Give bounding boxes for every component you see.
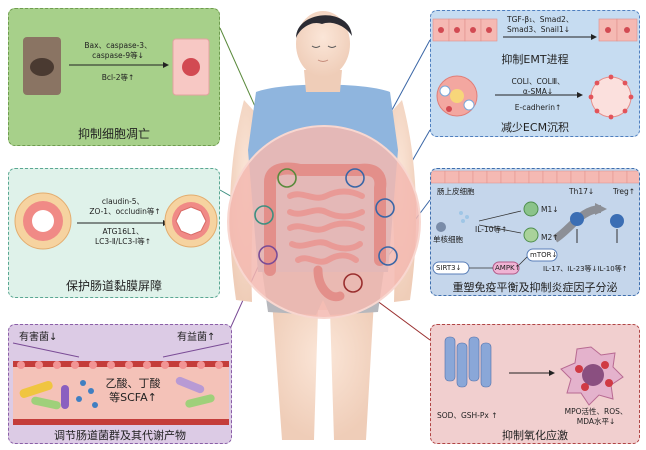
oxidative-left-label: SOD、GSH-Px ↑ xyxy=(437,411,498,420)
monocyte-label: 单核细胞 xyxy=(433,235,463,244)
m2-label: M2↑ xyxy=(541,233,559,242)
cytokines-label: IL-17、IL-23等↓IL-10等↑ xyxy=(543,265,628,274)
oxidative-right-line-1: MPO活性、ROS、 xyxy=(553,407,639,416)
microbiota-title: 调节肠道菌群及其代谢产物 xyxy=(9,427,231,443)
ecm-line-3: E-cadherin↑ xyxy=(495,103,581,112)
apoptosis-line-1: Bax、caspase-3、 xyxy=(73,41,163,50)
sirt3-label: SIRT3↓ xyxy=(436,264,461,273)
oxidative-right-line-2: MDA水平↓ xyxy=(553,417,639,426)
emt-line-1: TGF-β₁、Smad2、 xyxy=(507,15,573,24)
emt-line-2: Smad3、Snail1↓ xyxy=(507,25,570,34)
ampk-label: AMPK↑ xyxy=(495,264,521,273)
m1-label: M1↓ xyxy=(541,205,559,214)
immune-title: 重塑免疫平衡及抑制炎症因子分泌 xyxy=(431,279,639,295)
ecm-line-1: COLⅠ、COLⅢ、 xyxy=(495,77,581,86)
th17-label: Th17↓ xyxy=(569,187,594,196)
emt-title: 抑制EMT进程 xyxy=(431,51,639,67)
panel-apoptosis: Bax、caspase-3、 caspase-9等↓ Bcl-2等↑ 抑制细胞凋… xyxy=(8,8,220,146)
treg-label: Treg↑ xyxy=(613,187,635,196)
il10-label: IL-10等↑ xyxy=(475,225,507,234)
barrier-line-3: ATG16L1、 xyxy=(77,227,169,236)
beneficial-bacteria-label: 有益菌↑ xyxy=(177,333,215,342)
mtor-label: mTOR↓ xyxy=(530,251,557,260)
panel-immune: 肠上皮细胞 单核细胞 IL-10等↑ M1↓ M2↑ Th17↓ Treg↑ S… xyxy=(430,168,640,296)
panel-emt-ecm: TGF-β₁、Smad2、 Smad3、Snail1↓ 抑制EMT进程 COLⅠ… xyxy=(430,10,640,137)
panel-oxidative: SOD、GSH-Px ↑ MPO活性、ROS、 MDA水平↓ 抑制氧化应激 xyxy=(430,324,640,444)
apoptosis-line-3: Bcl-2等↑ xyxy=(73,73,163,82)
harmful-bacteria-label: 有害菌↓ xyxy=(19,333,57,342)
apoptosis-title: 抑制细胞凋亡 xyxy=(9,125,219,142)
barrier-line-4: LC3-Ⅱ/LC3-Ⅰ等↑ xyxy=(75,237,171,246)
panel-barrier: claudin-5、 ZO-1、occludin等↑ ATG16L1、 LC3-… xyxy=(8,168,220,298)
barrier-line-2: ZO-1、occludin等↑ xyxy=(75,207,175,216)
ecm-title: 减少ECM沉积 xyxy=(431,119,639,135)
scfa-line-1: 乙酸、丁酸 xyxy=(93,377,173,390)
epithelial-label: 肠上皮细胞 xyxy=(437,187,475,196)
ecm-line-2: α-SMA↓ xyxy=(495,87,581,96)
apoptosis-line-2: caspase-9等↓ xyxy=(73,51,163,60)
panel-microbiota: 有害菌↓ 有益菌↑ 乙酸、丁酸 等SCFA↑ 调节肠道菌群及其代谢产物 xyxy=(8,324,232,444)
scfa-line-2: 等SCFA↑ xyxy=(93,391,173,404)
barrier-line-1: claudin-5、 xyxy=(77,197,169,206)
oxidative-title: 抑制氧化应激 xyxy=(431,427,639,443)
barrier-title: 保护肠道黏膜屏障 xyxy=(9,277,219,294)
